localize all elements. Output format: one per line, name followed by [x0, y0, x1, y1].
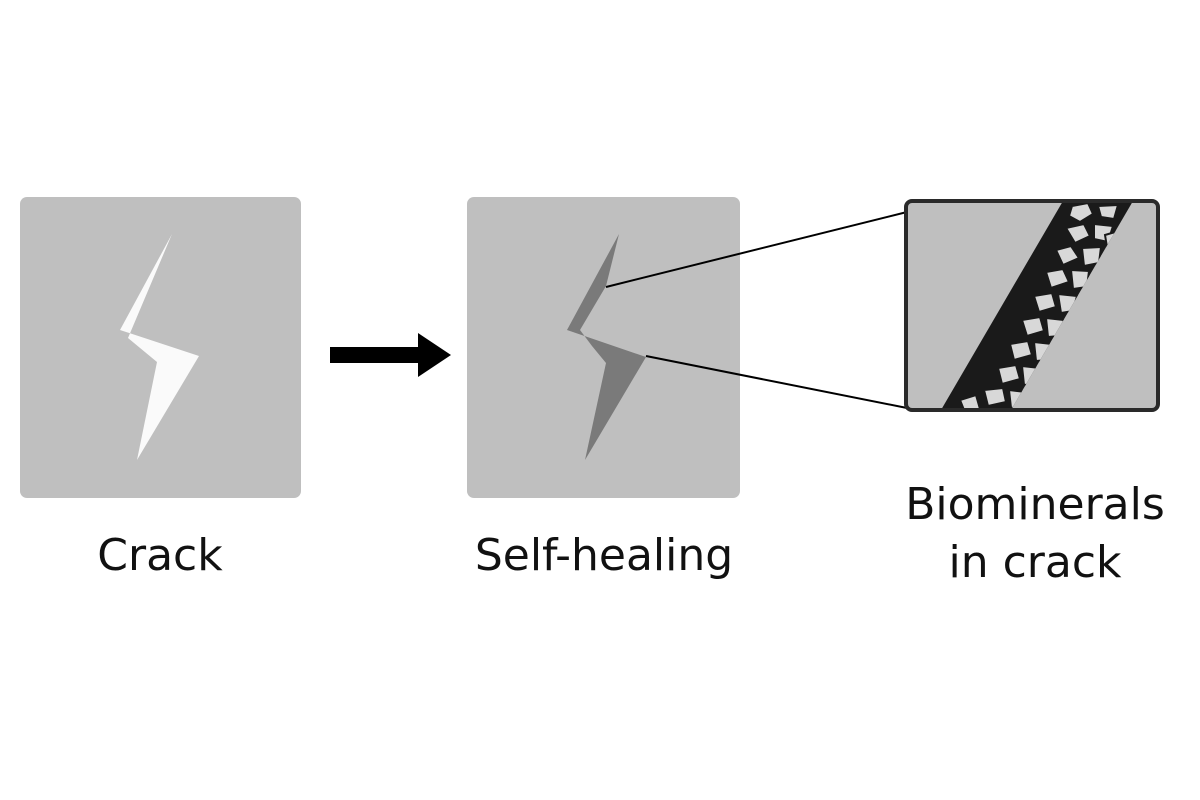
healed-crack-icon — [567, 234, 646, 460]
zoom-callout-lines — [605, 211, 908, 409]
biominerals-label-line-2: in crack — [948, 537, 1122, 588]
self-healing-panel — [467, 197, 740, 498]
crack-panel — [20, 197, 301, 498]
crack-label: Crack — [97, 530, 223, 581]
biominerals-label-line-1: Biominerals — [905, 479, 1165, 530]
zoom-line-top — [605, 211, 908, 288]
crack-icon — [120, 234, 199, 460]
inset-frame — [904, 199, 1160, 412]
biominerals-inset — [904, 199, 1160, 412]
biominerals-label: Biominerals in crack — [880, 476, 1190, 592]
self-healing-label: Self-healing — [474, 530, 734, 581]
zoom-line-bottom — [645, 355, 908, 409]
arrow-right-icon — [330, 333, 451, 377]
